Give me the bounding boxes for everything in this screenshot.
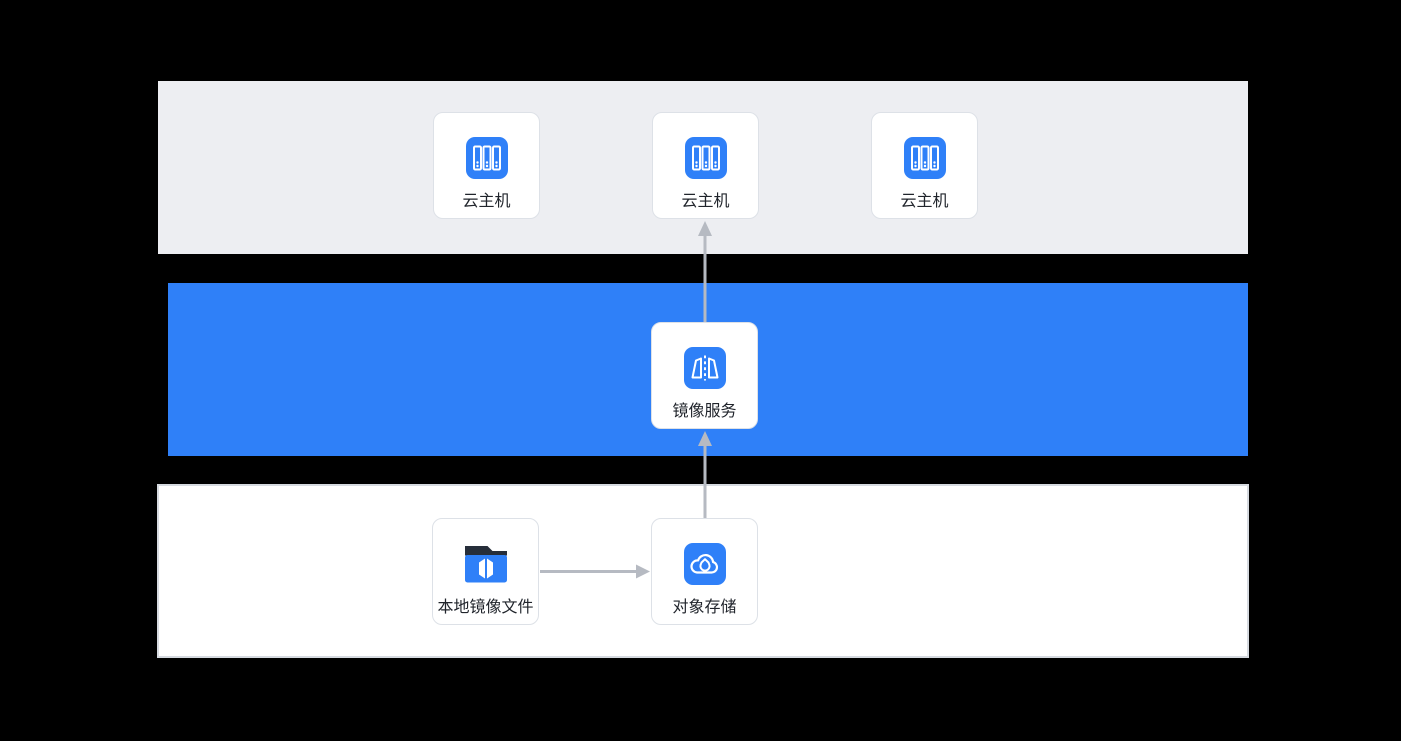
node-label: 镜像服务 [672, 403, 737, 420]
server-stack-icon [684, 137, 727, 179]
server-stack-icon [465, 137, 508, 179]
node-label: 对象存储 [672, 599, 737, 616]
node-cloud-host-3: 云主机 [871, 112, 978, 219]
node-cloud-host-1: 云主机 [433, 112, 540, 219]
server-stack-icon [903, 137, 946, 179]
node-local-image-file: 本地镜像文件 [432, 518, 539, 625]
cloud-sync-icon [683, 543, 726, 585]
node-label: 云主机 [681, 193, 730, 210]
folder-mirror-icon [462, 541, 510, 585]
node-label: 云主机 [462, 193, 511, 210]
node-image-service: 镜像服务 [651, 322, 758, 429]
node-label: 云主机 [900, 193, 949, 210]
node-cloud-host-2: 云主机 [652, 112, 759, 219]
node-label: 本地镜像文件 [437, 599, 534, 616]
node-object-storage: 对象存储 [651, 518, 758, 625]
mirror-icon [683, 347, 726, 389]
